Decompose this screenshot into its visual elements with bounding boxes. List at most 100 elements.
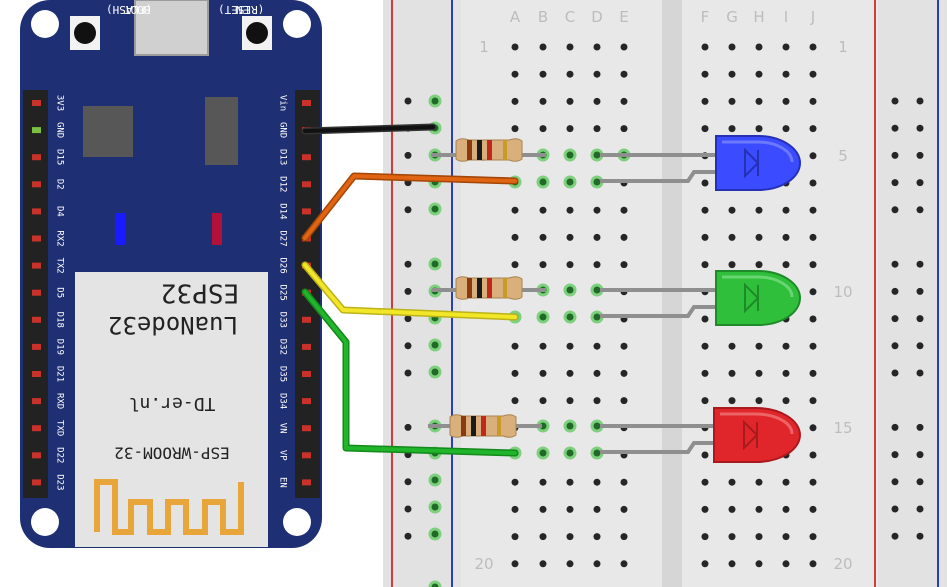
right-pin-vn [302, 425, 311, 432]
en-label: EN [236, 3, 249, 16]
left-pin-d19 [32, 343, 41, 350]
hole [728, 97, 736, 105]
hole [809, 533, 817, 541]
hole-connected [431, 97, 439, 105]
red-led [713, 407, 801, 463]
red-led-indicator [212, 213, 222, 245]
hole [539, 560, 547, 568]
right-pin-en [302, 479, 311, 486]
right-pin-vp [302, 452, 311, 459]
right-pin-d33 [302, 316, 311, 323]
hole [593, 43, 601, 51]
column-letter: G [726, 8, 738, 26]
hole [701, 560, 709, 568]
hole [511, 233, 519, 241]
hole-connected [539, 178, 547, 186]
hole [593, 342, 601, 350]
hole [809, 424, 817, 432]
left-pin-d22 [32, 452, 41, 459]
hole [755, 533, 763, 541]
hole [404, 97, 412, 105]
right-pin-d35 [302, 371, 311, 377]
boot-button[interactable] [74, 22, 96, 44]
hole [511, 43, 519, 51]
hole [701, 261, 709, 269]
hole [539, 233, 547, 241]
hole [809, 125, 817, 133]
hole [809, 560, 817, 568]
hole [916, 478, 924, 486]
hole [809, 179, 817, 187]
hole [782, 43, 790, 51]
hole [620, 505, 628, 513]
right-pin-label: VP [278, 450, 288, 461]
row-number-right: 20 [833, 555, 852, 573]
hole [755, 369, 763, 377]
hole-connected [431, 260, 439, 268]
red-led-cathode-lead [600, 441, 720, 454]
left-pin-label: D22 [55, 447, 65, 463]
left-pin-3v3 [32, 100, 41, 106]
hole [511, 505, 519, 513]
hole [809, 505, 817, 513]
hole [566, 261, 574, 269]
left-pin-gnd [32, 127, 41, 134]
en-button[interactable] [246, 22, 268, 44]
right-pin-label: GND [278, 122, 288, 138]
hole [755, 233, 763, 241]
hole [404, 206, 412, 214]
pcb-antenna [94, 479, 244, 535]
blue-led-indicator [115, 213, 125, 245]
wire-d26 [303, 263, 517, 319]
hole [782, 342, 790, 350]
hole [511, 478, 519, 486]
hole [891, 97, 899, 105]
hole [728, 261, 736, 269]
left-pin-label: TX2 [55, 257, 65, 273]
hole [891, 124, 899, 132]
en-sub-label: (RESET) [218, 3, 264, 16]
hole [593, 97, 601, 105]
hole [782, 369, 790, 377]
hole [539, 369, 547, 377]
hole [916, 206, 924, 214]
right-pin-d12 [302, 181, 311, 188]
hole [404, 287, 412, 295]
hole [539, 478, 547, 486]
right-pin-labels: VinGNDD13D12D14D27D26D25D33D32D35D34VNVP… [278, 95, 288, 488]
left-pin-label: D15 [55, 149, 65, 165]
hole [539, 70, 547, 78]
hole [891, 478, 899, 486]
hole [593, 70, 601, 78]
hole-connected [431, 368, 439, 376]
hole [701, 179, 709, 187]
right-pin-label: Vin [278, 95, 288, 111]
hole [593, 478, 601, 486]
hole-connected [593, 449, 601, 457]
column-letter: C [565, 8, 575, 26]
left-pin-d5 [32, 289, 41, 296]
hole-connected [566, 422, 574, 430]
hole [916, 342, 924, 350]
hole [701, 397, 709, 405]
hole [809, 233, 817, 241]
hole [404, 260, 412, 268]
hole [728, 560, 736, 568]
hole [511, 342, 519, 350]
left-pin-label: D5 [55, 287, 65, 298]
row-number-left: 1 [479, 38, 489, 56]
hole [728, 369, 736, 377]
left-pin-label: GND [55, 122, 65, 138]
left-pin-label: D19 [55, 339, 65, 355]
hole [593, 206, 601, 214]
hole [511, 206, 519, 214]
regulator-chip [83, 106, 133, 157]
hole [728, 43, 736, 51]
left-pins [32, 100, 41, 486]
hole [891, 287, 899, 295]
hole [701, 342, 709, 350]
hole-connected [593, 178, 601, 186]
left-pin-label: D18 [55, 312, 65, 328]
left-pin-d18 [32, 316, 41, 323]
left-pin-d4 [32, 208, 41, 215]
